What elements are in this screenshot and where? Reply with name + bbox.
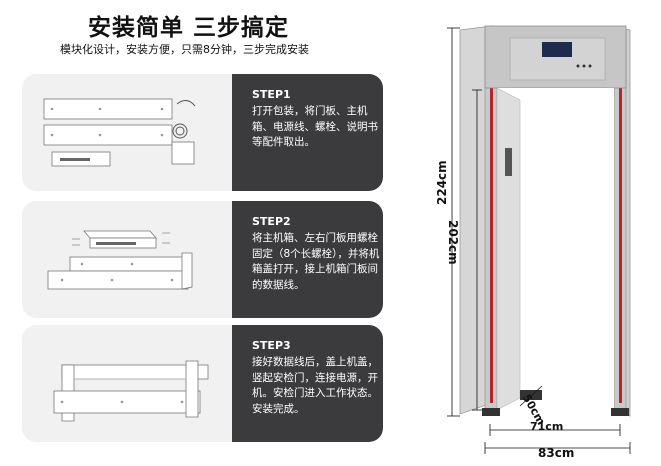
step1-label: STEP1 xyxy=(252,88,291,101)
step3-text: 接好数据线后，盖上机盖，竖起安检门，连接电源，开机。安检门进入工作状态。安装完成… xyxy=(252,356,378,415)
walkthrough-detector-photo xyxy=(430,18,661,466)
step-card-2: STEP2 将主机箱、左右门板用螺栓固定（8个长螺栓），并将机箱盖打开，接上机箱… xyxy=(22,201,383,318)
step1-illustration xyxy=(22,74,232,191)
step-card-1: STEP1 打开包装，将门板、主机箱、电源线、螺栓、说明书等配件取出。 xyxy=(22,74,383,191)
page-subtitle: 模块化设计，安装方便，只需8分钟，三步完成安装 xyxy=(60,43,309,56)
step3-label: STEP3 xyxy=(252,339,291,352)
step-card-3: STEP3 接好数据线后，盖上机盖，竖起安检门，连接电源，开机。安检门进入工作状… xyxy=(22,325,383,442)
dim-total-height-label: 224cm xyxy=(435,160,449,205)
dim-outer-width-label: 83cm xyxy=(538,446,575,460)
step2-illustration xyxy=(22,201,232,318)
dim-inner-height-label: 202cm xyxy=(446,220,460,265)
step1-text: 打开包装，将门板、主机箱、电源线、螺栓、说明书等配件取出。 xyxy=(252,105,378,148)
step3-illustration xyxy=(22,325,232,442)
step2-text: 将主机箱、左右门板用螺栓固定（8个长螺栓），并将机箱盖打开，接上机箱门板间的数据… xyxy=(252,232,380,291)
step2-label: STEP2 xyxy=(252,215,291,228)
page-title: 安装简单 三步搞定 xyxy=(88,15,290,41)
dim-inner-width-label: 71cm xyxy=(530,420,564,433)
